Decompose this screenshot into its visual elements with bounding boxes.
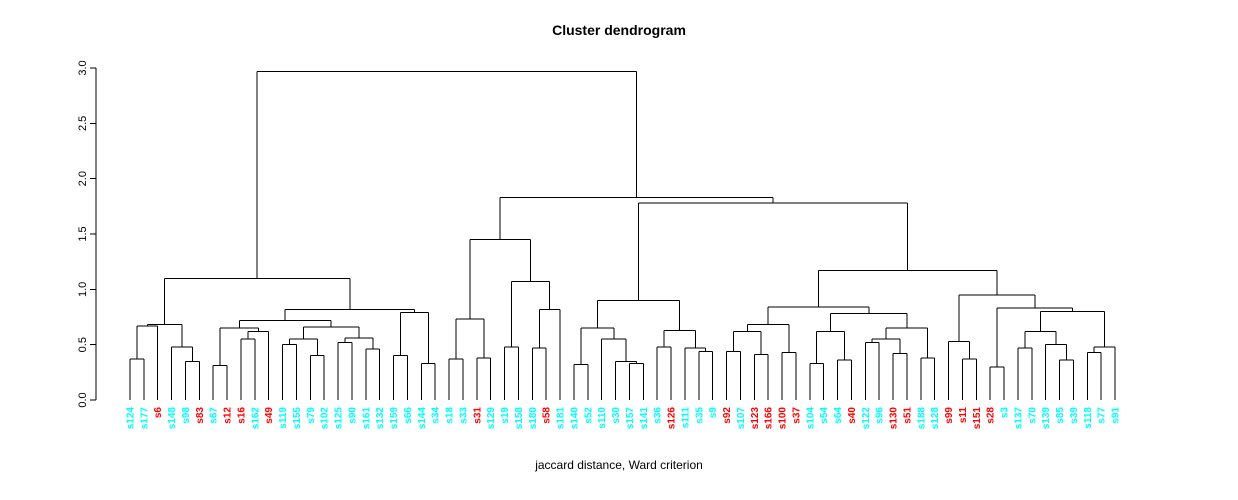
leaf-label: s100 — [778, 407, 789, 430]
leaf-label: s177 — [139, 407, 150, 430]
leaf-label: s123 — [750, 407, 761, 430]
leaf-label: s128 — [930, 407, 941, 430]
leaf-label: s126 — [667, 407, 678, 430]
leaf-label: s111 — [680, 407, 691, 429]
y-axis-tick-label: 0.5 — [77, 337, 89, 352]
y-axis-tick-label: 1.0 — [77, 282, 89, 297]
leaf-label: s125 — [334, 407, 345, 430]
leaf-label: s67 — [209, 407, 220, 424]
leaf-label: s151 — [972, 407, 983, 430]
leaf-label: s70 — [1027, 407, 1038, 424]
leaf-label: s3 — [1000, 407, 1011, 419]
leaf-label: s155 — [292, 407, 303, 430]
leaf-label: s144 — [417, 407, 428, 430]
leaf-label: s9 — [708, 407, 719, 419]
y-axis-tick-label: 0.0 — [77, 392, 89, 407]
leaf-label: s99 — [944, 407, 955, 424]
leaf-label: s51 — [902, 407, 913, 424]
leaf-label: s98 — [181, 407, 192, 424]
leaf-label: s119 — [278, 407, 289, 429]
leaf-label: s181 — [556, 407, 567, 430]
leaf-label: s157 — [625, 407, 636, 430]
leaf-label: s58 — [542, 407, 553, 424]
leaf-label: s39 — [1069, 407, 1080, 424]
leaf-label: s36 — [653, 407, 664, 424]
chart-title: Cluster dendrogram — [552, 22, 686, 38]
leaf-label: s104 — [805, 407, 816, 430]
leaf-label: s28 — [986, 407, 997, 424]
leaf-label: s118 — [1083, 407, 1094, 429]
leaf-label: s188 — [916, 407, 927, 430]
y-axis-tick-label: 3.0 — [77, 60, 89, 75]
leaf-label: s19 — [500, 407, 511, 424]
leaf-label: s162 — [250, 407, 261, 430]
leaf-label: s166 — [764, 407, 775, 430]
x-axis-label: jaccard distance, Ward criterion — [535, 458, 703, 472]
leaf-label: s110 — [597, 407, 608, 429]
leaf-label: s33 — [458, 407, 469, 424]
leaf-label: s12 — [223, 407, 234, 424]
leaf-label: s30 — [611, 407, 622, 424]
leaf-label: s107 — [736, 407, 747, 430]
leaf-label: s6 — [153, 407, 164, 419]
leaf-label: s159 — [389, 407, 400, 430]
leaf-label: s11 — [958, 407, 969, 424]
leaf-label: s31 — [472, 407, 483, 424]
leaf-label: s40 — [847, 407, 858, 424]
leaf-label: s37 — [791, 407, 802, 424]
leaf-label: s52 — [583, 407, 594, 424]
leaf-label: s64 — [833, 407, 844, 424]
leaf-label: s77 — [1097, 407, 1108, 424]
leaf-label: s130 — [889, 407, 900, 430]
leaf-label: s137 — [1013, 407, 1024, 430]
leaf-label: s180 — [528, 407, 539, 430]
leaf-label: s161 — [361, 407, 372, 430]
leaf-label: s102 — [320, 407, 331, 430]
leaf-label: s16 — [236, 407, 247, 424]
leaf-label: s132 — [375, 407, 386, 430]
leaf-label: s35 — [694, 407, 705, 424]
leaf-label: s124 — [126, 407, 137, 430]
leaf-label: s139 — [1041, 407, 1052, 430]
leaf-label: s96 — [875, 407, 886, 424]
leaf-label: s54 — [819, 407, 830, 424]
leaf-label: s129 — [486, 407, 497, 430]
leaf-label: s91 — [1111, 407, 1122, 424]
leaf-label: s141 — [639, 407, 650, 430]
leaf-label: s49 — [264, 407, 275, 424]
leaf-label: s140 — [569, 407, 580, 430]
leaf-label: s158 — [514, 407, 525, 430]
leaf-label: s66 — [403, 407, 414, 424]
leaf-label: s92 — [722, 407, 733, 424]
leaf-label: s148 — [167, 407, 178, 430]
leaf-label: s34 — [431, 407, 442, 424]
y-axis-tick-label: 2.0 — [77, 171, 89, 186]
leaf-label: s90 — [347, 407, 358, 424]
leaf-label: s85 — [1055, 407, 1066, 424]
y-axis-tick-label: 2.5 — [77, 116, 89, 131]
y-axis-tick-label: 1.5 — [77, 226, 89, 241]
leaf-label: s18 — [445, 407, 456, 424]
leaf-label: s122 — [861, 407, 872, 430]
leaf-label: s79 — [306, 407, 317, 424]
leaf-label: s83 — [195, 407, 206, 424]
